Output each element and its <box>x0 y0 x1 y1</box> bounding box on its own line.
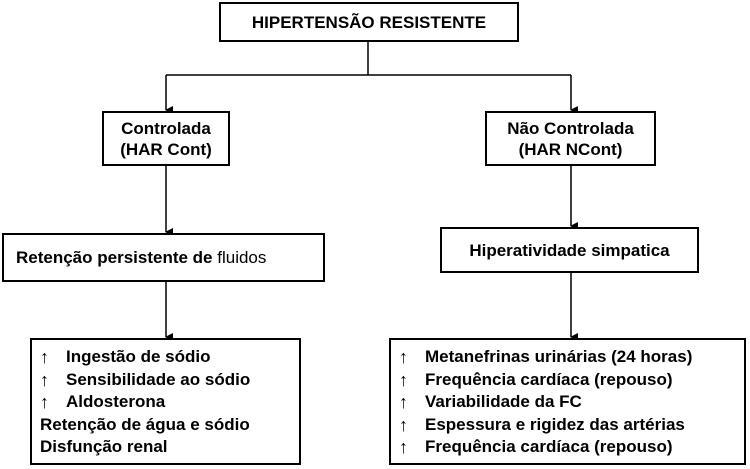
retencao-label: Retenção persistente de fluidos <box>16 248 267 267</box>
list-item: ↑ Frequência cardíaca (repouso) <box>399 369 673 390</box>
controlada-abbrev: (HAR Cont) <box>120 139 212 159</box>
list-item: ↑ Aldosterona <box>40 392 166 412</box>
left-effects-box: ↑ Ingestão de sódio ↑ Sensibilidade ao s… <box>30 338 301 465</box>
retencao-box: Retenção persistente de fluidos <box>2 233 325 282</box>
up-arrow-icon: ↑ <box>399 392 408 412</box>
list-item: ↑ Sensibilidade ao sódio <box>40 369 251 390</box>
list-item: ↑ Espessura e rigidez das artérias <box>399 414 685 435</box>
list-item: Disfunção renal <box>40 437 168 456</box>
up-arrow-icon: ↑ <box>399 437 408 457</box>
list-item: ↑ Variabilidade da FC <box>399 392 582 412</box>
list-item: ↑ Metanefrinas urinárias (24 horas) <box>399 347 693 367</box>
up-arrow-icon: ↑ <box>399 347 408 367</box>
list-item: ↑ Ingestão de sódio <box>40 347 211 367</box>
root-box: HIPERTENSÃO RESISTENTE <box>219 2 519 42</box>
hiperatividade-label: Hiperatividade simpatica <box>469 240 670 260</box>
root-title: HIPERTENSÃO RESISTENTE <box>251 12 487 32</box>
list-item: Retenção de água e sódio <box>40 414 250 434</box>
right-effects-box: ↑ Metanefrinas urinárias (24 horas) ↑ Fr… <box>389 338 746 465</box>
controlada-label: Controlada <box>121 118 211 138</box>
up-arrow-icon: ↑ <box>399 369 408 390</box>
nao-controlada-abbrev: (HAR NCont) <box>518 139 623 159</box>
list-item: ↑ Frequência cardíaca (repouso) <box>399 437 673 457</box>
nao-controlada-label: Não Controlada <box>507 118 634 138</box>
up-arrow-icon: ↑ <box>40 369 49 390</box>
hiperatividade-box: Hiperatividade simpatica <box>440 227 699 273</box>
up-arrow-icon: ↑ <box>40 347 49 367</box>
nao-controlada-box: Não Controlada (HAR NCont) <box>485 111 656 166</box>
controlada-box: Controlada (HAR Cont) <box>102 111 230 166</box>
up-arrow-icon: ↑ <box>399 414 408 435</box>
up-arrow-icon: ↑ <box>40 392 49 412</box>
